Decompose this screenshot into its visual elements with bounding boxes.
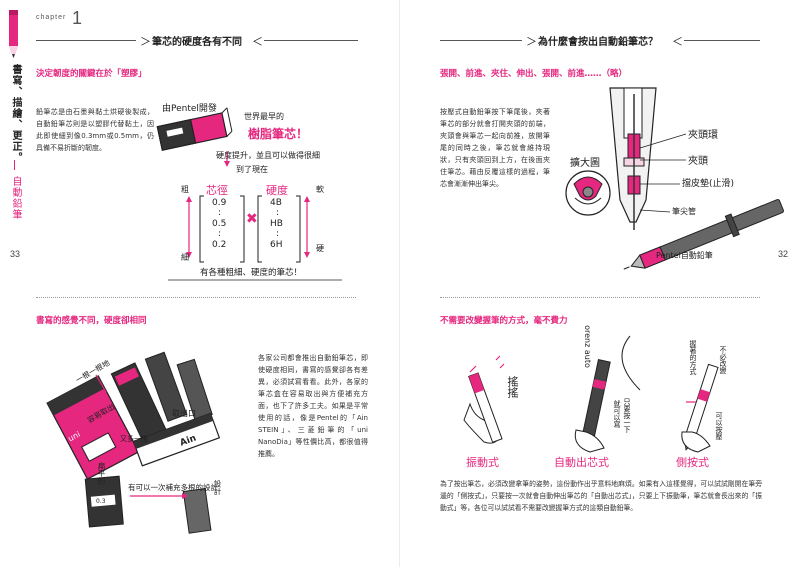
soft-label: 軟	[316, 185, 324, 194]
pencil-icon	[9, 10, 18, 58]
hardness-value: 6H	[270, 240, 283, 250]
chuck-label: 夾頭	[688, 156, 708, 167]
pencil-name-label: Pentel自動鉛筆	[656, 251, 713, 260]
auto-note: 就可以寫	[613, 400, 621, 428]
world-first-note: 世界最早的	[244, 112, 284, 121]
bracket-close: ＜	[672, 35, 683, 48]
vertical-chapter-title: 書寫、描繪、更正。	[10, 64, 21, 163]
dots: :	[276, 229, 280, 239]
side-type-label: 側按式	[676, 456, 709, 469]
section-heading: 決定韌度的關鍵在於「塑膠」	[36, 69, 147, 79]
lead-diameter-label: 芯徑	[206, 184, 228, 197]
shake-word: 搖搖	[506, 376, 519, 398]
design-label: 設計	[213, 480, 222, 495]
flat-lead-case	[182, 487, 212, 534]
chuck-ring-label: 夾頭環	[688, 130, 718, 141]
hardness-value: HB	[270, 219, 283, 229]
section-divider	[36, 297, 356, 298]
left-page: chapter 1 書寫、描繪、更正。 自動鉛筆 33 ＞ 筆芯的硬度各有不同 …	[0, 0, 399, 567]
page-number-left: 33	[10, 249, 21, 259]
vertical-section-title: 自動鉛筆	[10, 176, 21, 220]
bracket-open: ＞	[526, 35, 537, 48]
section-heading: 不需要改變握筆的方式，毫不費力	[440, 316, 568, 326]
title-rule-left	[440, 40, 522, 41]
lead-pack	[156, 107, 233, 151]
section-title: 為什麼會按出自動鉛筆芯？	[538, 37, 658, 48]
page-number-right: 32	[778, 249, 789, 259]
section-body: 鉛筆芯是由石墨與黏土烘硬後製成，自動鉛筆芯則是以塑膠代替黏土，因此即使細到像0.…	[36, 108, 154, 152]
auto-note: 只要按一下	[623, 398, 631, 433]
side-note: 握著的方式	[689, 340, 697, 375]
diameter-value: 0.2	[212, 240, 227, 250]
diameter-value: 0.9	[212, 198, 227, 208]
chapter-number: 1	[72, 8, 83, 28]
section-title-bar: ＞ 為什麼會按出自動鉛筆芯？ ＜	[440, 33, 760, 48]
auto-brand-label: orenz auto	[582, 325, 592, 368]
section-body: 各家公司都會推出自動鉛筆芯，即使硬度相同，書寫的感覺卻各有差異，必須試寫看看。此…	[258, 354, 368, 458]
rubber-seat-label: 擋皮墊(止滑)	[682, 179, 735, 189]
dots: :	[276, 208, 280, 218]
section-body: 為了按出筆芯，必須改變拿筆的姿勢，這份動作出乎意料地麻煩。如果有入這樣覺得，可以…	[440, 480, 762, 512]
auto-type-drawing	[574, 335, 641, 453]
grade-label: 0.3	[96, 498, 106, 505]
small-lead-case	[84, 475, 124, 528]
chapter-label: chapter	[36, 14, 67, 21]
thin-label: 細	[181, 253, 189, 262]
title-rule-right	[684, 40, 760, 41]
hardness-value: 4B	[270, 198, 282, 208]
side-type-drawing	[681, 363, 719, 453]
side-note: 不必改變	[719, 346, 727, 374]
hardness-label: 硬度	[266, 184, 288, 197]
pentel-developed-note: 由Pentel開發	[162, 104, 217, 114]
cross-icon: ✖	[246, 211, 258, 227]
tip-label: 筆尖管	[672, 207, 696, 216]
pencil-mechanism-illustration	[565, 87, 784, 270]
lead-case-illustration	[46, 351, 221, 534]
shake-type-drawing	[463, 355, 505, 444]
flat-case-label: 扁平的	[97, 462, 106, 485]
title-rule-right	[264, 40, 358, 41]
section-divider	[440, 297, 760, 298]
dots: :	[218, 229, 222, 239]
hard-label: 硬	[316, 244, 324, 253]
ain-lead-case	[132, 412, 221, 467]
hardness-improved-note: 硬度提升，並且可以做得很細	[216, 151, 320, 160]
advance-types-illustration	[463, 335, 719, 453]
vertical-divider	[14, 160, 15, 170]
title-rule-left	[36, 40, 136, 41]
bracket-open: ＞	[140, 35, 151, 48]
book-spine	[399, 0, 400, 567]
until-now-note: 到了現在	[236, 165, 268, 174]
section-title: 筆芯的硬度各有不同	[152, 37, 242, 48]
dots: :	[218, 208, 222, 218]
resin-lead-note: 樹脂筆芯！	[248, 127, 309, 141]
plus-one-label: 又多一根	[120, 435, 148, 443]
pink-lead-case	[46, 375, 140, 480]
right-page: 32 ＞ 為什麼會按出自動鉛筆芯？ ＜ 張開、前進、夾住、伸出、張開、前進……（…	[400, 0, 799, 567]
variety-caption: 有各種粗細、硬度的筆芯！	[200, 268, 303, 278]
section-title-bar: ＞ 筆芯的硬度各有不同 ＜	[36, 33, 358, 48]
thick-label: 粗	[181, 185, 189, 194]
section-body: 按壓式自動鉛筆按下筆尾後，夾著筆芯的部分就會打開夾頭的前端，夾頭會與筆芯一起向前…	[440, 108, 550, 188]
auto-type-label: 自動出芯式	[554, 456, 609, 469]
section-heading: 書寫的感覺不同，硬度卻相同	[36, 316, 147, 326]
diameter-value: 0.5	[212, 219, 227, 229]
hardness-illustration	[156, 107, 342, 281]
mechanical-pencil	[623, 199, 784, 270]
shake-type-label: 振動式	[466, 456, 499, 469]
bracket-close: ＜	[252, 35, 263, 48]
magnify-label: 擴大圖	[570, 158, 600, 169]
black-lead-case	[144, 351, 188, 422]
cleverly-designed-label: 有可以一次補充多根的設計	[128, 483, 218, 492]
section-heading: 張開、前進、夾住、伸出、張開、前進……（略）	[440, 69, 628, 79]
clever-label: 取出口	[172, 409, 196, 418]
side-note: 可以按壓	[715, 412, 723, 440]
